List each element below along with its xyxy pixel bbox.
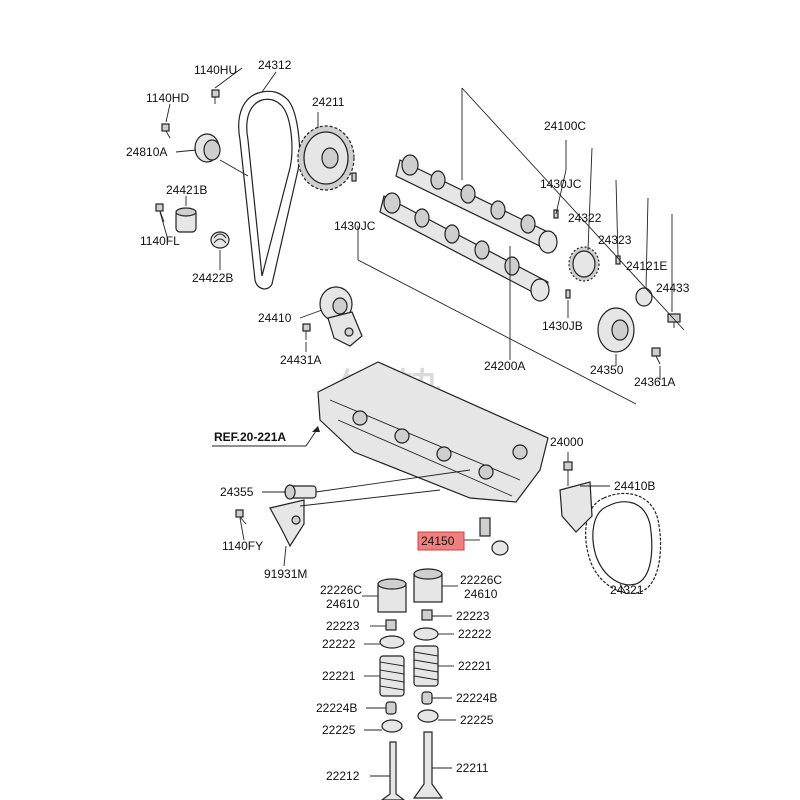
spring-left-22221 <box>379 655 405 697</box>
label-24000: 24000 <box>550 435 584 449</box>
exhaust-camshaft-24100C <box>395 154 558 254</box>
label-22224B-right: 22224B <box>456 691 497 705</box>
label-22222-left: 22222 <box>322 637 356 651</box>
sprocket-24322 <box>568 246 600 282</box>
label-22223-right: 22223 <box>456 609 490 623</box>
label-22225-right: 22225 <box>460 713 494 727</box>
bolt-24000 <box>563 461 573 486</box>
cam-sprocket-24211 <box>297 125 355 191</box>
label-22223-left: 22223 <box>326 619 360 633</box>
label-24322: 24322 <box>568 211 602 225</box>
sprocket-24121E <box>635 287 653 307</box>
label-22221-left: 22221 <box>322 669 356 683</box>
label-22224B-left: 22224B <box>316 701 357 715</box>
label-22221-right: 22221 <box>458 659 492 673</box>
label-24150: 24150 <box>421 534 455 548</box>
label-22226C-left: 22226C <box>320 583 362 597</box>
reference-label: REF.20-221A <box>214 430 286 444</box>
cotter-left-22223 <box>385 619 397 631</box>
label-24361A: 24361A <box>634 375 675 389</box>
retainer-right-22222 <box>413 627 439 641</box>
label-24100C: 24100C <box>544 119 586 133</box>
label-24355: 24355 <box>220 485 254 499</box>
valve-exhaust-22212 <box>381 741 405 800</box>
label-24321: 24321 <box>610 583 644 597</box>
seat-left-22225 <box>381 719 403 733</box>
sensor-24355 <box>284 484 317 500</box>
label-22226C-right: 22226C <box>460 573 502 587</box>
pin-1430JB <box>565 289 571 299</box>
label-1140FL: 1140FL <box>140 234 180 248</box>
label-24410: 24410 <box>258 311 292 325</box>
cotter-right-22223 <box>421 609 433 621</box>
label-1140HU: 1140HU <box>194 63 237 77</box>
label-24421B: 24421B <box>166 183 207 197</box>
tappet-left-24610 <box>377 578 407 613</box>
label-22222-right: 22222 <box>458 627 492 641</box>
label-24810A: 24810A <box>126 145 167 159</box>
seal-right-22224B <box>421 691 433 705</box>
cvvt-24350 <box>597 307 635 353</box>
bolt-24361A <box>651 347 661 365</box>
label-24422B: 24422B <box>192 271 233 285</box>
label-1430JC-a: 1430JC <box>334 219 376 233</box>
label-22225-left: 22225 <box>322 723 356 737</box>
label-24610-left: 24610 <box>326 597 360 611</box>
spring-right-22221 <box>413 645 439 687</box>
leader-lines <box>159 67 685 777</box>
retainer-left-22222 <box>379 635 405 649</box>
tappet-right-24610 <box>413 568 443 603</box>
label-24121E: 24121E <box>626 259 667 273</box>
label-91931M: 91931M <box>264 567 307 581</box>
label-22212: 22212 <box>326 769 360 783</box>
label-24610-right: 24610 <box>464 587 498 601</box>
label-24433: 24433 <box>656 281 690 295</box>
label-22211: 22211 <box>456 761 489 775</box>
valve-intake-22211 <box>412 731 444 799</box>
label-1140HD: 1140HD <box>146 91 189 105</box>
bolt-24431A <box>302 323 311 340</box>
seat-right-22225 <box>417 709 439 723</box>
bolt-1140HU <box>211 89 220 104</box>
timing-chain-24321 <box>585 492 662 594</box>
pin-1430JC-a <box>351 172 357 182</box>
reference-callout: REF.20-221A <box>212 426 320 447</box>
label-24431A: 24431A <box>280 353 321 367</box>
seal-left-22224B <box>385 701 397 715</box>
timing-belt-24312 <box>238 90 301 290</box>
tensioner-24410 <box>319 286 363 347</box>
bolt-1140HD <box>161 123 171 139</box>
label-24211: 24211 <box>312 95 345 109</box>
chain-guide-24410B <box>559 481 593 533</box>
intake-camshaft-24200A <box>379 192 550 302</box>
highlight-box-24150 <box>417 531 465 551</box>
timing-belt-inner <box>246 98 293 277</box>
bolt-24433 <box>667 313 681 328</box>
label-24312: 24312 <box>258 58 292 72</box>
label-1140FY: 1140FY <box>222 539 263 553</box>
bracket-91931M <box>269 499 305 548</box>
spring-24422B <box>210 231 230 249</box>
bolt-1140FY <box>235 509 247 525</box>
cylinder-head <box>317 361 549 503</box>
bolt-24150 <box>479 517 509 556</box>
label-24410B: 24410B <box>614 479 655 493</box>
label-24350: 24350 <box>590 363 624 377</box>
idler-pulley-24810A <box>194 133 221 163</box>
label-24200A: 24200A <box>484 359 525 373</box>
spacer-24421B <box>175 207 197 233</box>
label-24323: 24323 <box>598 233 632 247</box>
label-1430JB: 1430JB <box>542 319 583 333</box>
label-1430JC-b: 1430JC <box>540 177 582 191</box>
